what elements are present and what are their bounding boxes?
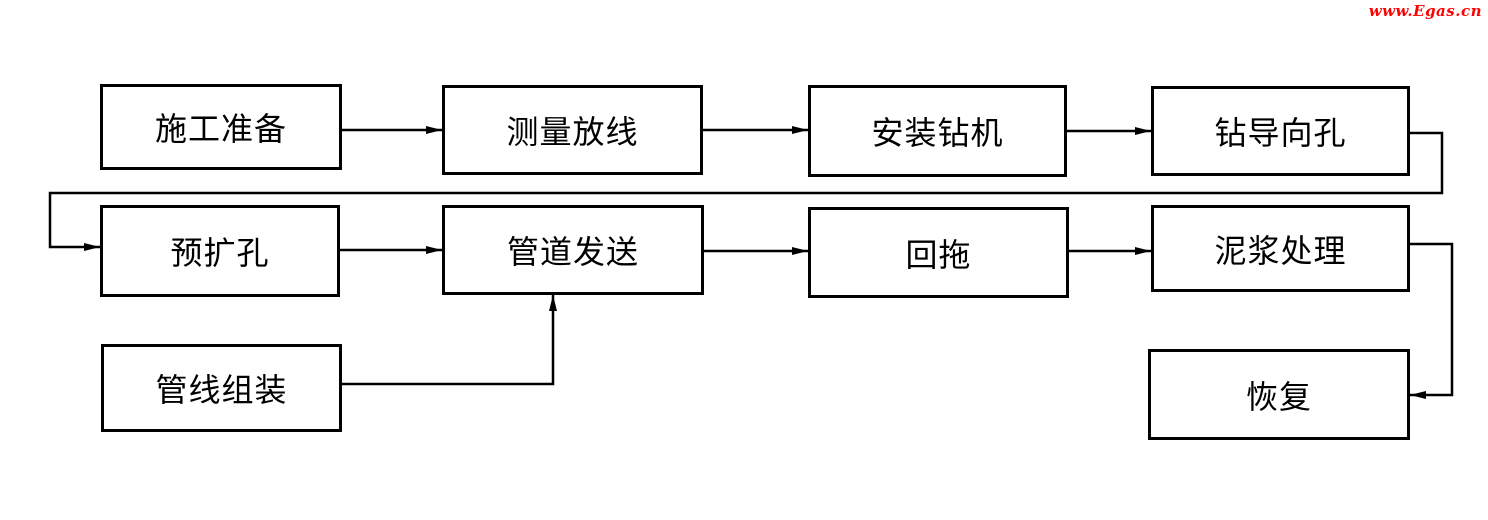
flow-node-label: 预扩孔: [170, 234, 270, 272]
flow-node-label: 管道发送: [506, 233, 639, 271]
flow-node-label: 恢复: [1245, 377, 1312, 416]
connector-mud-to-restoration: [1410, 242, 1454, 399]
flow-node-label: 回拖: [905, 235, 972, 274]
flow-node-label: 泥浆处理: [1214, 231, 1347, 270]
flow-node-label: 施工准备: [154, 110, 287, 148]
flow-node-pre-reaming: 预扩孔: [100, 205, 340, 297]
flow-node-label: 管线组装: [155, 371, 288, 409]
site-watermark: www.Egas.cn: [1368, 2, 1482, 20]
flow-node-restoration: 恢复: [1148, 349, 1410, 440]
flow-node-mud-treatment: 泥浆处理: [1151, 205, 1410, 292]
flow-node-survey-layout: 测量放线: [442, 85, 703, 175]
flow-node-pipe-launching: 管道发送: [442, 205, 704, 295]
flow-node-label: 测量放线: [506, 113, 639, 151]
connector-assembly-to-launch: [342, 295, 557, 386]
connector-pilot-to-prereaming: [48, 131, 1444, 251]
flow-node-install-drill-rig: 安装钻机: [808, 85, 1067, 177]
flow-node-construction-prep: 施工准备: [100, 84, 342, 170]
flow-node-label: 钻导向孔: [1214, 114, 1347, 152]
flow-node-pipeline-assembly: 管线组装: [101, 344, 342, 432]
flow-node-drill-pilot-hole: 钻导向孔: [1151, 86, 1410, 176]
flow-node-label: 安装钻机: [871, 114, 1004, 152]
flow-node-pullback: 回拖: [808, 207, 1069, 298]
